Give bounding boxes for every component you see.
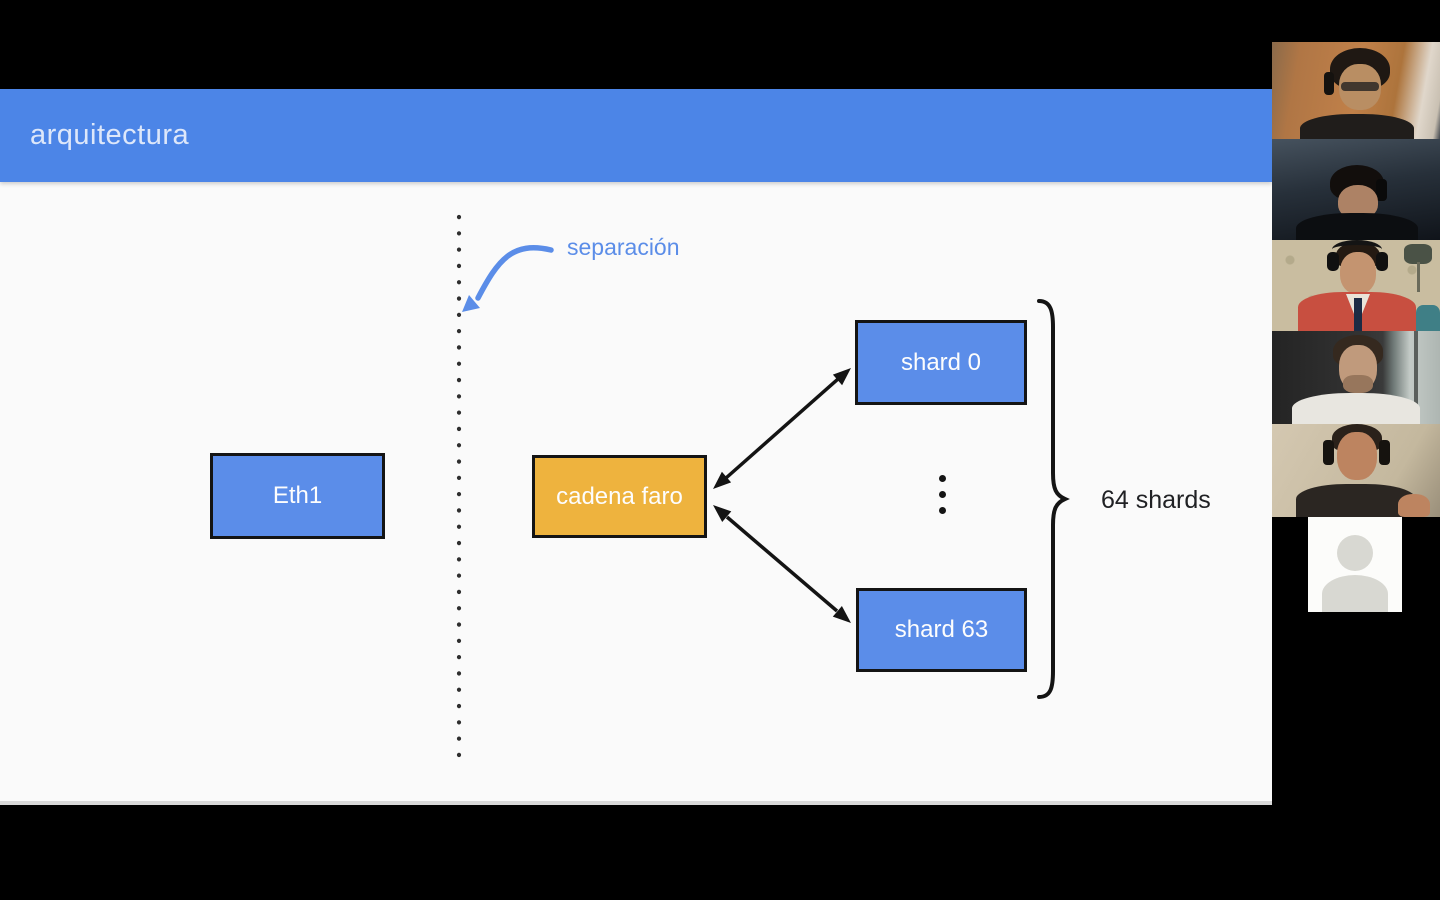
shard-count-label: 64 shards [1101,486,1211,514]
avatar-placeholder-icon [1337,535,1373,571]
link-beacon-shard0 [724,377,840,480]
participant-4-figure [1272,331,1440,424]
headphone-icon [1376,179,1387,201]
glasses [1341,82,1379,91]
participant-1-figure [1272,42,1440,139]
node-beacon-chain: cadena faro [532,455,707,538]
participant-video-3[interactable] [1272,240,1440,331]
participant-video-4[interactable] [1272,331,1440,424]
slide-title-bar: arquitectura [0,89,1272,182]
background-object [1416,305,1440,331]
vertical-ellipsis-icon [939,475,946,514]
face [1337,432,1377,480]
shoulders [1296,484,1416,517]
node-shard-63: shard 63 [856,588,1027,672]
participant-2-figure [1272,139,1440,240]
lamp [1404,244,1432,264]
tie [1354,298,1362,331]
window-frame [1414,331,1418,424]
separator-label: separación [567,234,680,260]
node-shard-0: shard 0 [855,320,1027,405]
separator-arrow-icon [475,245,554,301]
participant-6-placeholder [1272,517,1440,612]
headset-band-icon [1332,240,1382,259]
participant-video-6[interactable] [1272,517,1440,612]
face [1340,252,1376,294]
participant-video-5[interactable] [1272,424,1440,517]
participant-video-2[interactable] [1272,139,1440,240]
headphone-icon [1379,440,1390,465]
shoulders [1292,393,1420,424]
node-shard-63-label: shard 63 [894,616,989,643]
shoulders [1300,114,1414,139]
headset-earcup-icon [1327,252,1339,271]
headset-earcup-icon [1376,252,1388,271]
beard [1343,375,1373,393]
node-shard-0-label: shard 0 [900,348,982,376]
headphone-icon [1324,72,1334,95]
slide-edge [0,801,1272,805]
participant-3-figure [1272,240,1440,331]
headphone-icon [1323,440,1334,465]
node-beacon-label: cadena faro [556,482,683,510]
node-eth1-label: Eth1 [272,482,323,509]
participant-5-figure [1272,424,1440,517]
link-beacon-shard63 [725,515,839,613]
shoulders [1296,213,1418,240]
participant-video-1[interactable] [1272,42,1440,139]
page-title: arquitectura [30,119,190,151]
diagram-connectors [456,214,1070,766]
lamp-pole [1417,262,1420,292]
node-eth1: Eth1 [210,453,385,539]
hand [1398,494,1430,517]
shards-brace [1037,299,1070,699]
shared-slide: arquitectura separación Eth1 cadena faro [0,89,1272,805]
avatar-placeholder-icon [1322,575,1388,612]
